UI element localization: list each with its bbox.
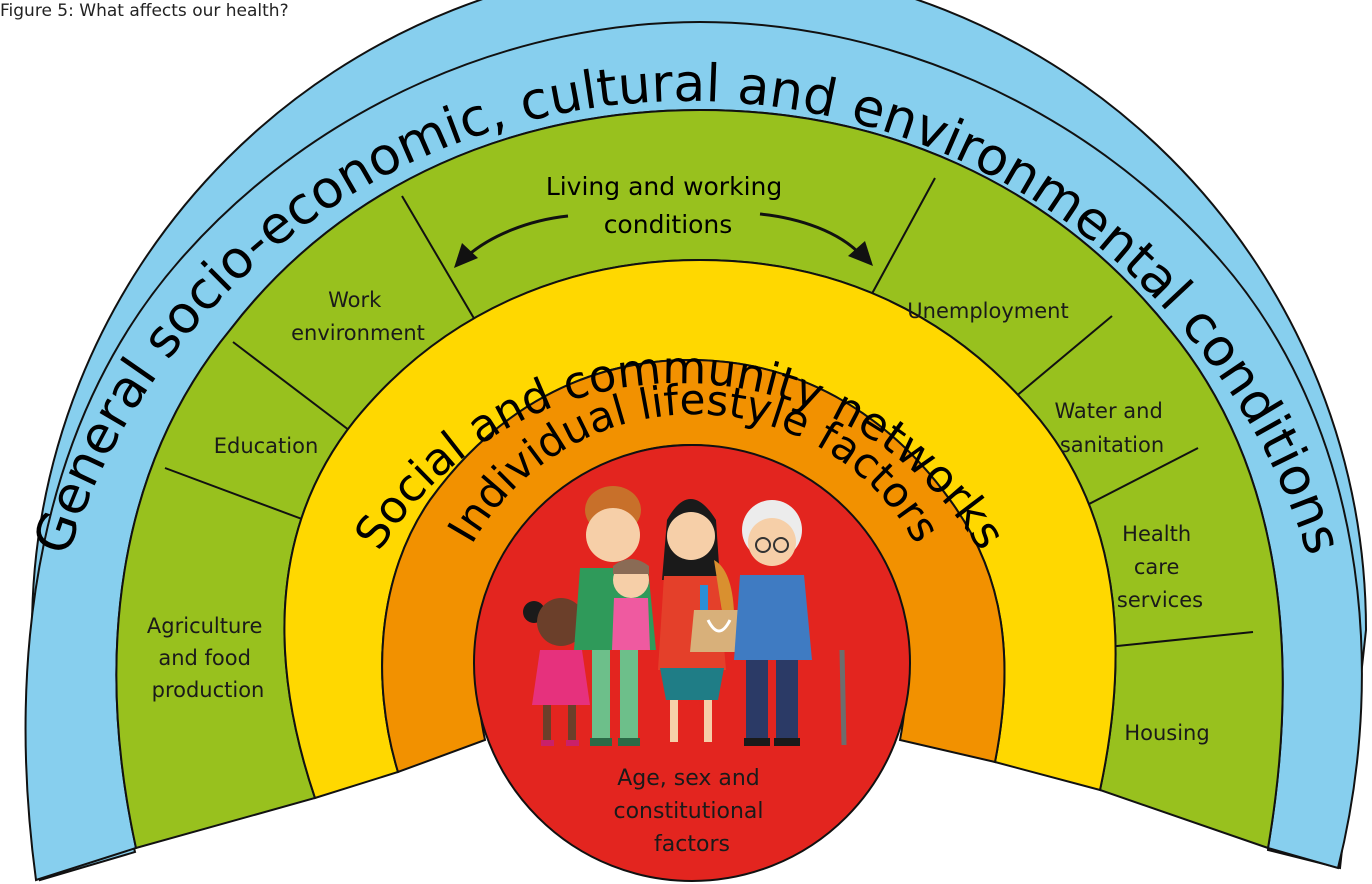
arrow-right-head	[848, 241, 873, 266]
living-working-label: Living and working conditions	[546, 172, 790, 239]
core-label: Age, sex and constitutional factors	[613, 766, 770, 857]
grandfather-figure	[734, 500, 847, 746]
grocery-bag	[690, 560, 748, 652]
segment-agriculture: Agriculture and food production	[147, 614, 269, 702]
segment-housing: Housing	[1124, 721, 1209, 745]
arrow-left-head	[454, 243, 478, 268]
segment-education: Education	[214, 434, 319, 458]
baby-figure	[612, 559, 650, 650]
segment-work-environment: Work environment	[291, 288, 425, 345]
segment-water-sanitation: Water and sanitation	[1055, 399, 1170, 457]
segment-unemployment: Unemployment	[907, 299, 1068, 323]
child-figure	[523, 598, 599, 746]
figure-caption: Figure 5: What affects our health?	[0, 1, 289, 21]
living-working-arrows	[463, 212, 864, 260]
family-illustration	[523, 486, 847, 746]
segment-health-care: Health care services	[1117, 522, 1203, 612]
